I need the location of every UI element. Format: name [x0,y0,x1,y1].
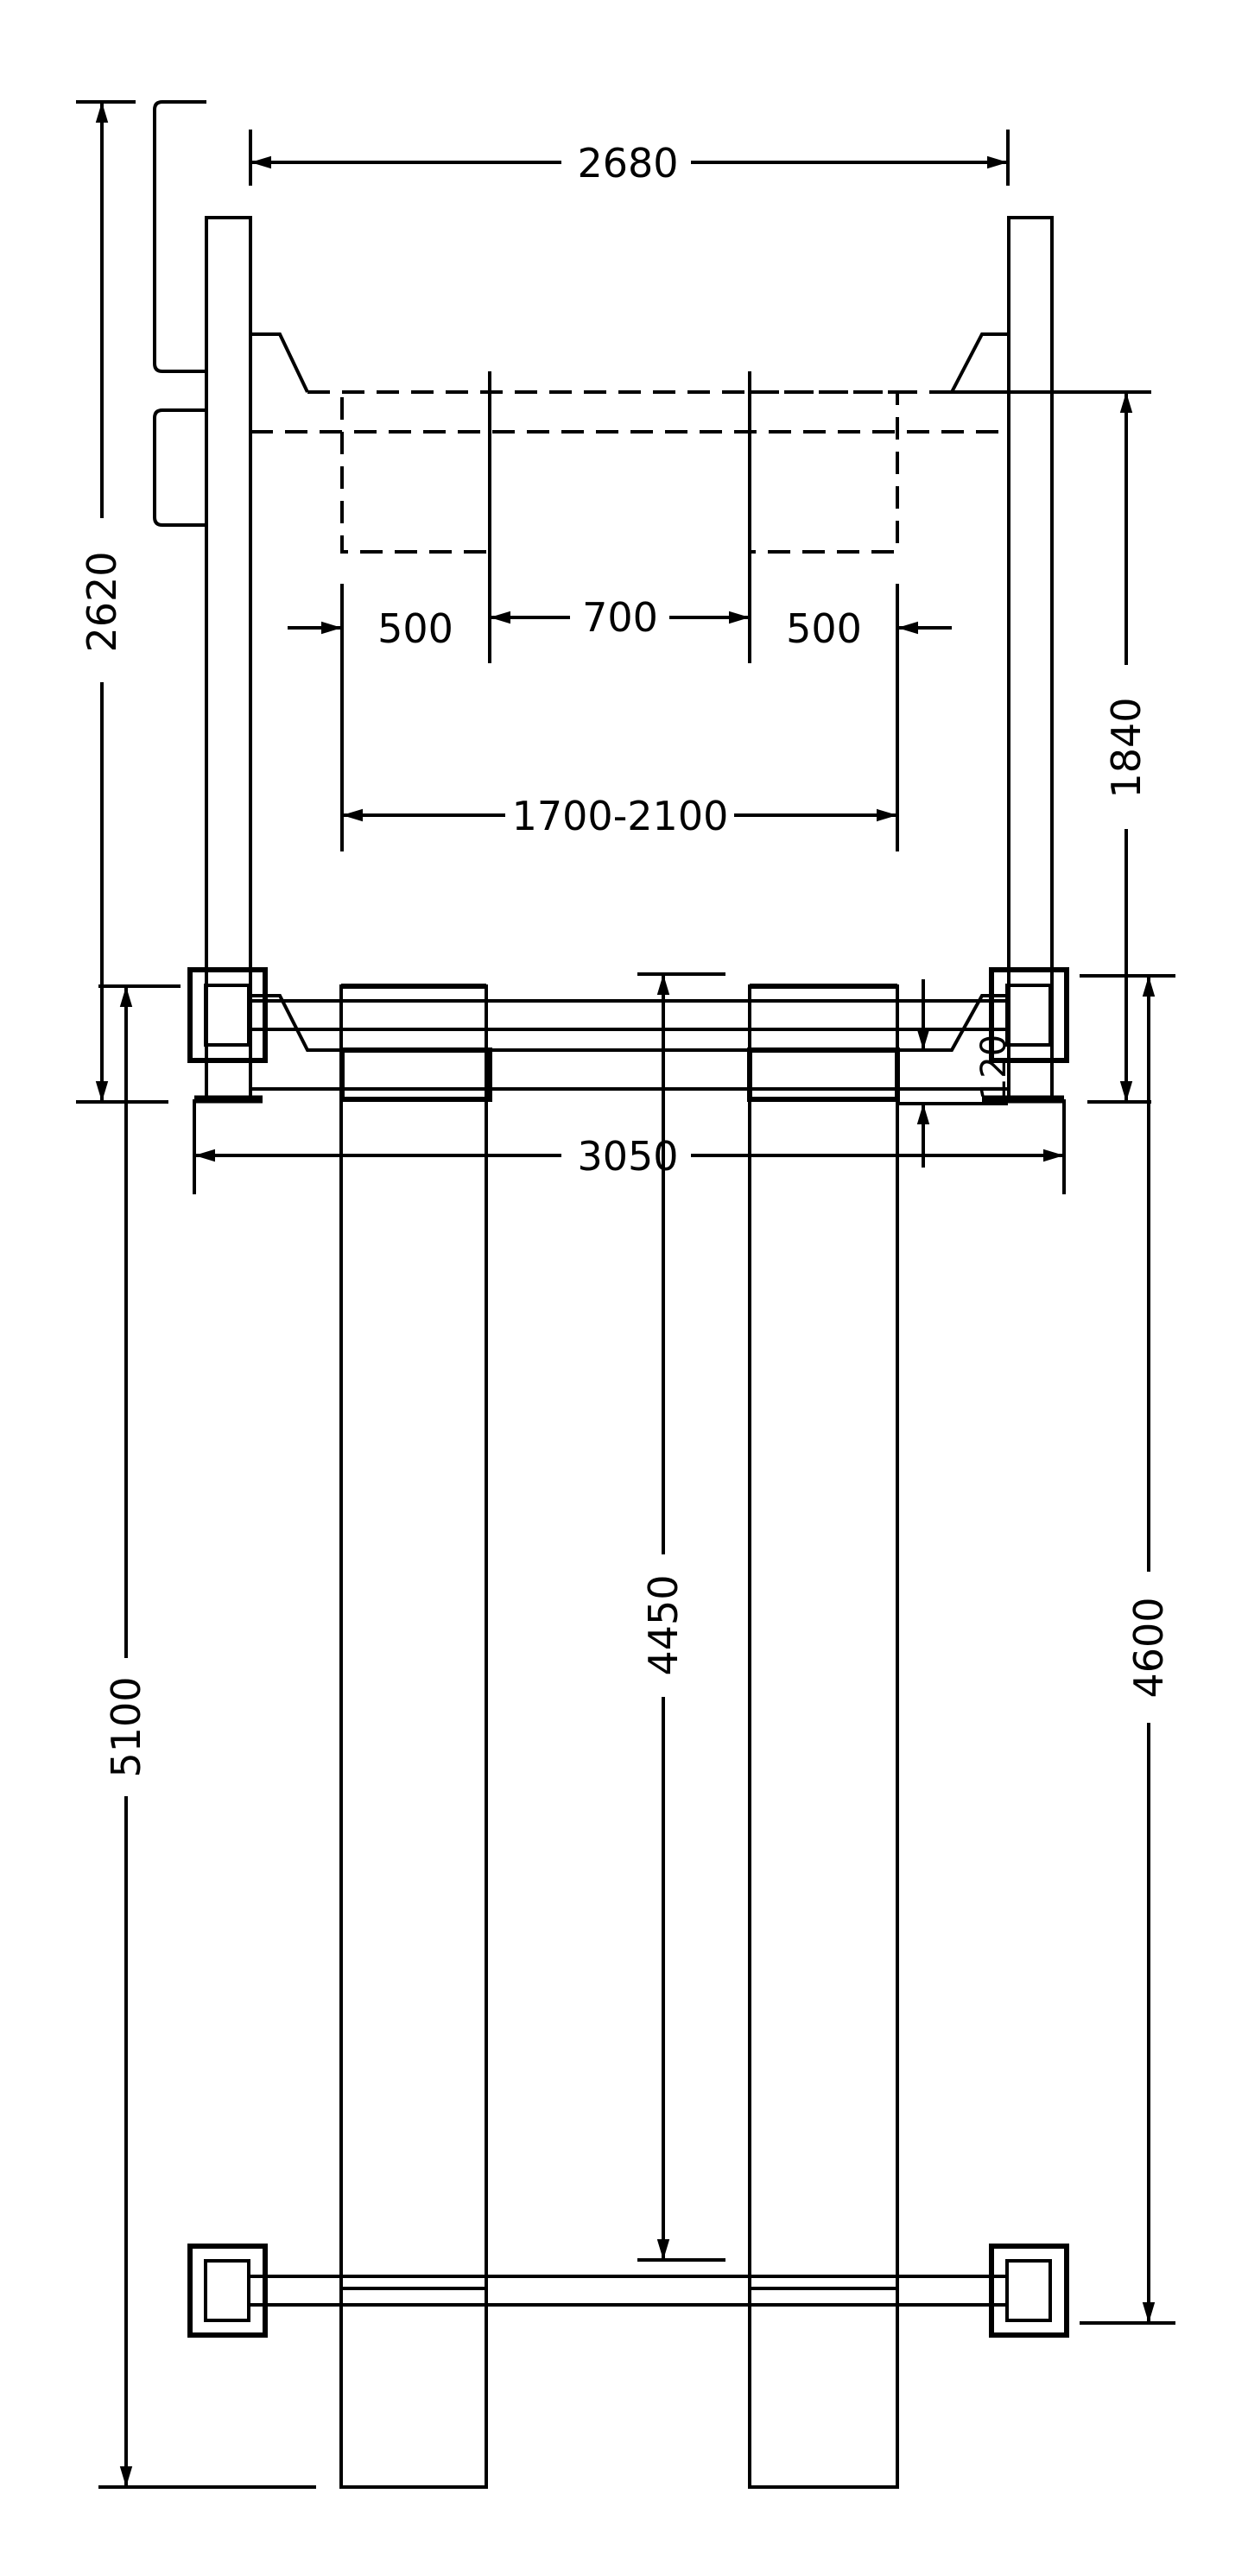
right-column [1007,216,1054,1101]
plan-view: 5100 4450 4600 [98,967,1175,2489]
lower-arm [250,994,1009,1052]
dim-500-right-label: 500 [786,605,862,652]
upper-arm-right [950,332,1009,393]
dim-2620-label: 2620 [79,551,125,652]
control-box-upper [153,100,206,373]
post-front-right [989,967,1069,1063]
control-box-lower [153,408,206,527]
dim-track-label: 1700-2100 [512,793,729,839]
post-rear-right [989,2244,1069,2338]
dim-4450-label: 4450 [640,1574,687,1675]
dim-5100-label: 5100 [103,1676,149,1777]
runway-left-lowered [339,1047,492,1102]
dim-1840-label: 1840 [1103,697,1150,798]
dim-700-label: 700 [582,594,658,641]
post-rear-left [187,2244,268,2338]
dim-4600-label: 4600 [1125,1597,1172,1698]
runway-right-lowered [747,1047,900,1102]
left-column [205,216,252,1101]
dim-2680-label: 2680 [577,140,678,187]
runway-left [339,984,488,2489]
runway-right [748,984,899,2489]
front-view: 2620 2680 500 700 500 1700-2100 1840 120 [76,100,1151,1194]
raised-runway-right [748,390,899,554]
post-front-left [187,967,268,1063]
upper-arm-left [250,332,309,393]
dim-500-left-label: 500 [377,605,453,652]
raised-runway-left [340,390,491,554]
